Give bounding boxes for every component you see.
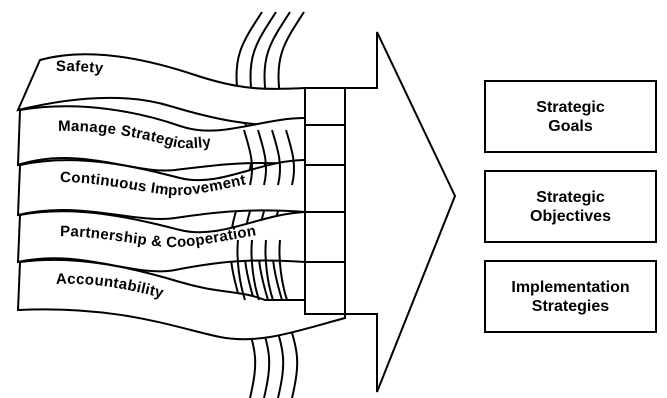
ribbon-accountability	[18, 260, 345, 339]
ribbon-label-safety: Safety	[56, 58, 105, 77]
strategic-goals-box: Strategic Goals	[484, 80, 657, 153]
implementation-strategies-box: Implementation Strategies	[484, 260, 657, 333]
strategic-goals-label: Strategic Goals	[536, 98, 604, 136]
connector-box	[305, 88, 345, 125]
connector-box	[305, 262, 345, 314]
connector-box	[305, 212, 345, 262]
connector-boxes	[305, 88, 345, 314]
strategic-objectives-label: Strategic Objectives	[530, 188, 611, 226]
strategic-objectives-box: Strategic Objectives	[484, 170, 657, 243]
connector-box	[305, 165, 345, 212]
big-arrow	[345, 32, 455, 392]
connector-box	[305, 125, 345, 165]
implementation-strategies-label: Implementation Strategies	[511, 278, 629, 316]
